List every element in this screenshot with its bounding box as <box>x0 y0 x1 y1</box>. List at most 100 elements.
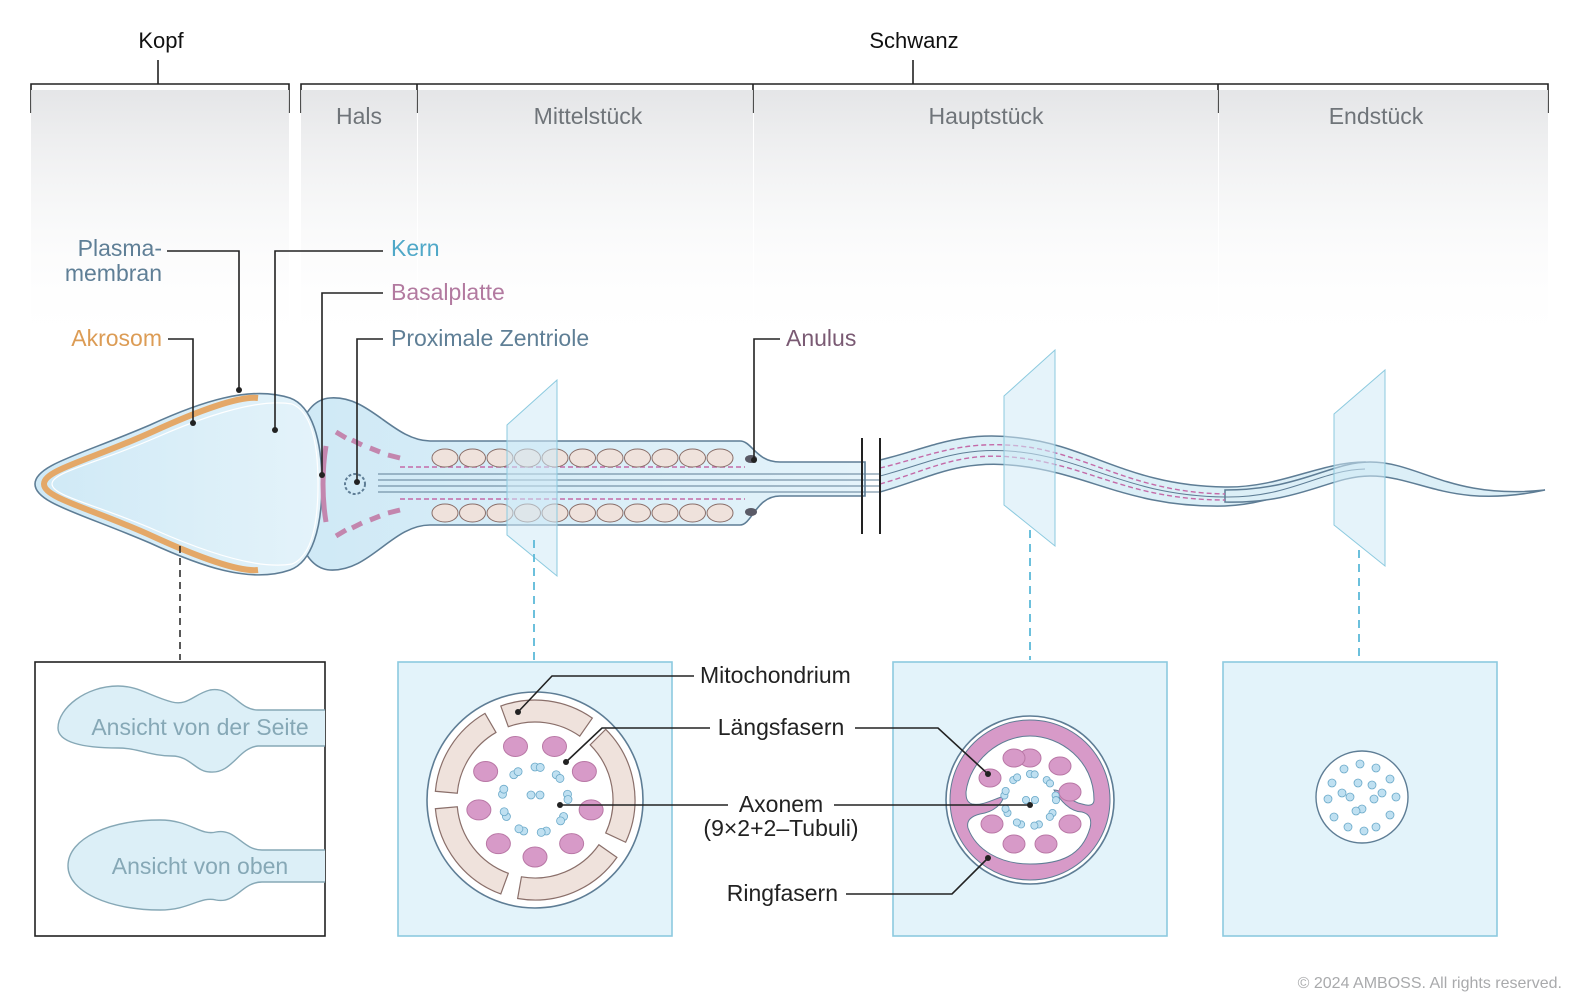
principal-axoneme-tubuli <box>1000 770 1060 830</box>
basal-plate <box>320 429 401 539</box>
leader-dot-basal-plate <box>319 472 325 478</box>
microtubule <box>1051 796 1060 805</box>
longitudinal-fiber <box>1002 834 1026 854</box>
leader-dot-longitudinal-fibers-left <box>563 759 569 765</box>
mitochondrion <box>679 503 706 523</box>
microtubule <box>1339 764 1349 774</box>
longitudinal-fiber <box>980 814 1004 834</box>
segment-label-end-piece: Endstück <box>1329 103 1424 129</box>
leader-dot-nucleus <box>272 427 278 433</box>
mitochondria-ring <box>434 699 636 901</box>
longitudinal-fiber <box>522 846 548 868</box>
longitudinal-fiber <box>571 761 597 782</box>
microtubule <box>563 795 573 804</box>
side-view-shape <box>57 685 325 773</box>
copyright-notice: © 2024 AMBOSS. All rights reserved. <box>1298 975 1562 992</box>
microtubule <box>1353 778 1363 788</box>
microtubule <box>1001 786 1010 795</box>
longitudinal-fiber <box>541 735 567 757</box>
longitudinal-fiber <box>978 768 1002 788</box>
midpiece-section-outer <box>426 691 644 909</box>
microtubule <box>1046 779 1055 788</box>
microtubule <box>1012 818 1021 827</box>
tail-section-label: Schwanz <box>869 28 958 53</box>
mitochondrion <box>431 503 459 523</box>
midpiece-cross-section <box>397 661 673 937</box>
longitudinal-fiber <box>473 761 499 782</box>
leader-dot-axoneme-right <box>1027 802 1033 808</box>
mitochondrion <box>624 448 651 468</box>
microtubule <box>1371 763 1381 773</box>
mitochondrion <box>596 448 624 468</box>
longitudinal-fiber <box>503 735 529 757</box>
central-microtubule <box>1031 796 1040 805</box>
section-projection-lines <box>533 530 1360 660</box>
principal-longitudinal-fibers <box>978 748 1082 854</box>
longitudinal-fiber <box>1048 756 1072 776</box>
label-ring-fibers: Ringfasern <box>727 880 838 906</box>
leader-dot-acrosome <box>190 420 196 426</box>
segment-columns: Hals Mittelstück Hauptstück Endstück <box>31 90 1548 350</box>
label-axoneme-line2: (9×2+2–Tubuli) <box>703 815 858 841</box>
microtubule <box>1030 821 1039 830</box>
leader-acrosome <box>168 338 194 423</box>
microtubule <box>1385 774 1395 784</box>
mitochondrion <box>706 448 734 468</box>
microtubule <box>1371 822 1381 832</box>
microtubule <box>1369 794 1379 804</box>
proximal-centriole <box>344 473 366 495</box>
microtubule <box>1377 788 1387 798</box>
central-microtubule <box>526 790 536 800</box>
longitudinal-fiber <box>578 799 604 821</box>
ring-fiber-sheath <box>949 719 1111 881</box>
section-plane-principal <box>1003 348 1056 548</box>
leader-annulus <box>753 338 780 460</box>
principal-column <box>754 90 1218 350</box>
mitochondrion <box>596 503 624 523</box>
mitochondrion <box>624 503 651 523</box>
neck-column <box>301 90 417 350</box>
microtubule <box>1391 792 1401 802</box>
microtubule <box>1045 812 1054 821</box>
leader-dot-axoneme-left <box>557 802 563 808</box>
leader-longitudinal-fibers-right <box>855 727 989 775</box>
microtubule <box>499 784 509 794</box>
label-mitochondrion: Mitochondrium <box>700 662 851 688</box>
microtubule <box>1385 810 1395 820</box>
microtubule <box>536 828 546 837</box>
microtubule <box>1329 812 1339 822</box>
head-section-label: Kopf <box>138 28 184 53</box>
longitudinal-fiber <box>1058 814 1082 834</box>
leader-plasma-membrane <box>167 250 240 390</box>
microtubule <box>556 816 565 826</box>
end-section-outer <box>1315 750 1409 844</box>
leader-mitochondrion <box>517 675 694 713</box>
sperm-cell <box>34 392 1546 576</box>
mitochondrion-section <box>516 843 618 901</box>
label-plasma-membrane-line1: Plasma- <box>78 235 162 261</box>
microtubule <box>1323 794 1333 804</box>
end-column <box>1219 90 1548 350</box>
section-headers: Kopf Schwanz <box>30 28 1549 113</box>
end-piece-tubuli <box>1323 759 1401 836</box>
midpiece-longitudinal-fibers <box>466 735 604 868</box>
mitochondrion <box>569 448 596 468</box>
end-cross-section <box>1222 661 1498 937</box>
label-annulus: Anulus <box>786 325 856 351</box>
leader-dot-proximal-centriole <box>354 479 360 485</box>
leader-dot-mitochondrion <box>515 709 521 715</box>
label-acrosome: Akrosom <box>71 325 162 351</box>
mitochondrion <box>459 448 486 468</box>
leader-dot-annulus <box>751 457 757 463</box>
microtubule <box>1001 804 1010 813</box>
segment-label-midpiece: Mittelstück <box>534 103 643 129</box>
nucleus-outline <box>51 402 319 566</box>
section-plane-midpiece <box>506 378 558 578</box>
principal-axoneme <box>879 449 1366 498</box>
central-microtubule <box>1022 796 1031 805</box>
longitudinal-fiber <box>1034 834 1058 854</box>
longitudinal-fiber <box>1002 748 1026 768</box>
cross-section-labels: Mitochondrium Längsfasern Axonem (9×2+2–… <box>515 662 1033 906</box>
microtubule <box>513 767 523 777</box>
